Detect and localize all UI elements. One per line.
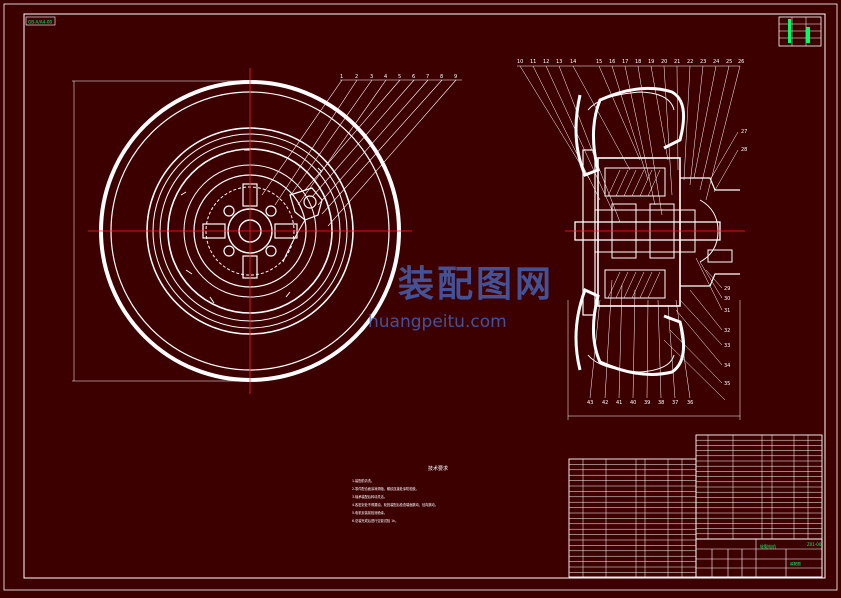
title-block-name: 轮毂电机	[760, 543, 776, 549]
svg-text:32: 32	[724, 328, 730, 334]
svg-text:35: 35	[724, 381, 730, 387]
technical-notes: 技术要求 1.装配前清洗。 2.零件配合面涂润滑脂，螺纹连接处涂防松胶。 3.轴…	[352, 465, 448, 523]
callouts-right-bottom: 43 42 41 40 39 38 37 36	[587, 400, 693, 406]
svg-text:33: 33	[724, 343, 730, 349]
svg-text:13: 13	[556, 59, 562, 65]
front-view-centerlines	[88, 68, 412, 394]
svg-text:21: 21	[674, 59, 680, 65]
note-line: 1.装配前清洗。	[352, 478, 374, 483]
callouts-left: 1 2 3 4 5 6 7 8 9	[340, 74, 457, 80]
front-view	[72, 79, 462, 382]
top-right-block	[778, 16, 822, 47]
callouts-right-side: 27 28 29 30 31 32 33 34 35	[724, 129, 747, 387]
svg-text:18: 18	[635, 59, 641, 65]
svg-text:7: 7	[426, 74, 429, 80]
svg-text:1: 1	[340, 74, 343, 80]
svg-text:6: 6	[412, 74, 415, 80]
svg-text:2: 2	[355, 74, 358, 80]
svg-text:31: 31	[724, 308, 730, 314]
svg-text:37: 37	[672, 400, 678, 406]
note-line: 4.各密封处不得漏油，轮毂装配后检查端面跳动，径向跳动。	[352, 502, 438, 507]
outer-border	[3, 3, 838, 591]
svg-text:43: 43	[587, 400, 593, 406]
svg-text:8: 8	[440, 74, 443, 80]
svg-text:20: 20	[661, 59, 667, 65]
watermark-url: huangpeitu.com	[368, 312, 507, 332]
svg-text:39: 39	[644, 400, 650, 406]
svg-text:10: 10	[517, 59, 523, 65]
parts-list-right	[695, 434, 823, 540]
svg-text:15: 15	[596, 59, 602, 65]
svg-text:40: 40	[630, 400, 636, 406]
title-block	[695, 538, 823, 578]
svg-text:17: 17	[622, 59, 628, 65]
svg-text:24: 24	[713, 59, 719, 65]
svg-text:41: 41	[616, 400, 622, 406]
top-left-tag: GB-A/A4-00	[28, 20, 53, 25]
svg-text:12: 12	[543, 59, 549, 65]
svg-text:27: 27	[741, 129, 747, 135]
note-line: 3.轴承装配后转动灵活。	[352, 494, 387, 499]
note-line: 5.电机安装前检测绝缘。	[352, 510, 387, 515]
section-view	[517, 65, 741, 420]
title-block-code: Z01-00	[807, 542, 822, 547]
svg-text:4: 4	[384, 74, 387, 80]
svg-text:16: 16	[609, 59, 615, 65]
svg-text:22: 22	[687, 59, 693, 65]
note-line: 2.零件配合面涂润滑脂，螺纹连接处涂防松胶。	[352, 486, 419, 491]
notes-heading: 技术要求	[428, 465, 448, 472]
svg-text:30: 30	[724, 296, 730, 302]
svg-text:23: 23	[700, 59, 706, 65]
svg-text:36: 36	[687, 400, 693, 406]
svg-text:34: 34	[724, 363, 730, 369]
svg-text:3: 3	[370, 74, 373, 80]
parts-list-left	[568, 458, 697, 578]
watermark-text: 装配图网	[398, 264, 555, 305]
note-line: 6.总装完成后进行空载试验 1h。	[352, 518, 398, 523]
svg-text:11: 11	[530, 59, 536, 65]
callouts-right-top: 10 11 12 13 14 15 16 17 18 19 20 21 22 2…	[517, 59, 744, 65]
svg-text:26: 26	[738, 59, 744, 65]
svg-text:14: 14	[570, 59, 576, 65]
svg-text:19: 19	[648, 59, 654, 65]
svg-text:28: 28	[741, 147, 747, 153]
inner-border	[23, 13, 826, 579]
top-left-tag-box	[25, 16, 56, 26]
svg-text:25: 25	[726, 59, 732, 65]
svg-text:38: 38	[658, 400, 664, 406]
svg-text:42: 42	[602, 400, 608, 406]
title-block-material: 装配图	[790, 561, 801, 566]
svg-text:9: 9	[454, 74, 457, 80]
svg-text:29: 29	[724, 286, 730, 292]
svg-text:5: 5	[398, 74, 401, 80]
